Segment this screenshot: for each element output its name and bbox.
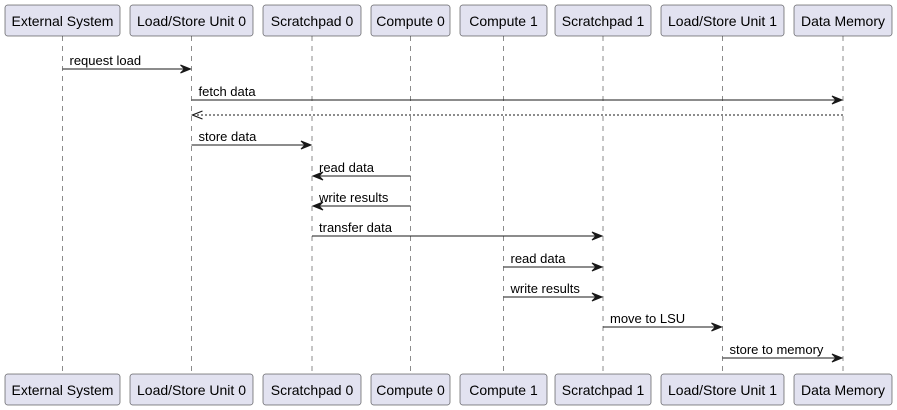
message-label: move to LSU	[610, 311, 685, 326]
participant-box	[660, 373, 785, 406]
message-9: move to LSU	[603, 311, 723, 332]
participant-dm-bottom: Data Memory	[793, 373, 893, 406]
participants-bottom: External System Load/Store Unit 0 Scratchp…	[4, 373, 893, 406]
participant-label: Scratchpad 1	[562, 13, 645, 29]
participant-label: Compute 0	[376, 13, 445, 29]
participant-box	[459, 4, 548, 37]
participant-lsu0-bottom: Load/Store Unit 0	[129, 373, 254, 406]
participant-box	[262, 4, 362, 37]
participant-c1-top: Compute 1	[459, 4, 548, 37]
participant-label: Data Memory	[801, 382, 885, 398]
participant-sp1-top: Scratchpad 1	[554, 4, 652, 37]
arrow-head	[831, 95, 844, 105]
participant-box	[459, 373, 548, 406]
participant-sp0-top: Scratchpad 0	[262, 4, 362, 37]
participant-box	[660, 4, 785, 37]
arrow-head	[831, 353, 844, 363]
participant-c0-bottom: Compute 0	[370, 373, 451, 406]
participant-label: Load/Store Unit 1	[668, 382, 777, 398]
participant-sp0-bottom: Scratchpad 0	[262, 373, 362, 406]
participant-c1-bottom: Compute 1	[459, 373, 548, 406]
message-label: store to memory	[730, 342, 824, 357]
arrow-head	[180, 64, 192, 74]
arrow-head-open	[190, 110, 203, 120]
message-4: read data	[311, 160, 411, 181]
message-10: store to memory	[722, 342, 844, 363]
message-2	[190, 110, 843, 120]
participant-box	[793, 4, 893, 37]
participant-label: External System	[12, 13, 114, 29]
participant-box	[370, 4, 451, 37]
arrow-head	[300, 140, 313, 150]
message-label: read data	[319, 160, 375, 175]
participant-label: Scratchpad 0	[271, 13, 354, 29]
participant-sp1-bottom: Scratchpad 1	[554, 373, 652, 406]
participant-box	[370, 373, 451, 406]
message-label: store data	[199, 129, 258, 144]
participant-label: Scratchpad 0	[271, 382, 354, 398]
arrow-head	[311, 171, 324, 181]
participant-label: Compute 1	[469, 382, 538, 398]
participant-box	[554, 373, 652, 406]
message-7: read data	[503, 251, 604, 272]
participant-label: Data Memory	[801, 13, 885, 29]
message-1: fetch data	[191, 84, 844, 105]
participant-ext-top: External System	[4, 4, 121, 37]
messages: request load fetch data store data read dat…	[62, 53, 844, 363]
participant-box	[793, 373, 893, 406]
message-8: write results	[503, 281, 604, 302]
participant-label: Load/Store Unit 0	[137, 382, 246, 398]
arrow-head	[591, 292, 604, 302]
participant-box	[4, 373, 121, 406]
message-0: request load	[62, 53, 192, 74]
message-6: transfer data	[312, 220, 604, 241]
message-label: request load	[70, 53, 142, 68]
arrow-head	[591, 262, 604, 272]
message-label: transfer data	[319, 220, 393, 235]
arrow-head	[311, 201, 324, 211]
lifelines	[62, 36, 844, 374]
arrow-head	[591, 231, 604, 241]
participant-label: External System	[12, 382, 114, 398]
participant-lsu0-top: Load/Store Unit 0	[129, 4, 254, 37]
participant-box	[554, 4, 652, 37]
participants-top: External System Load/Store Unit 0 Scratchp…	[4, 4, 893, 37]
participant-label: Load/Store Unit 1	[668, 13, 777, 29]
message-label: fetch data	[199, 84, 257, 99]
participant-lsu1-top: Load/Store Unit 1	[660, 4, 785, 37]
participant-label: Load/Store Unit 0	[137, 13, 246, 29]
participant-label: Compute 0	[376, 382, 445, 398]
participant-label: Compute 1	[469, 13, 538, 29]
arrow-head	[711, 322, 723, 332]
participant-dm-top: Data Memory	[793, 4, 893, 37]
participant-box	[4, 4, 121, 37]
participant-box	[129, 373, 254, 406]
message-5: write results	[311, 190, 411, 211]
participant-label: Scratchpad 1	[562, 382, 645, 398]
message-label: write results	[318, 190, 389, 205]
participant-box	[129, 4, 254, 37]
participant-ext-bottom: External System	[4, 373, 121, 406]
participant-c0-top: Compute 0	[370, 4, 451, 37]
message-label: read data	[511, 251, 567, 266]
message-label: write results	[510, 281, 581, 296]
participant-box	[262, 373, 362, 406]
participant-lsu1-bottom: Load/Store Unit 1	[660, 373, 785, 406]
message-3: store data	[191, 129, 313, 150]
